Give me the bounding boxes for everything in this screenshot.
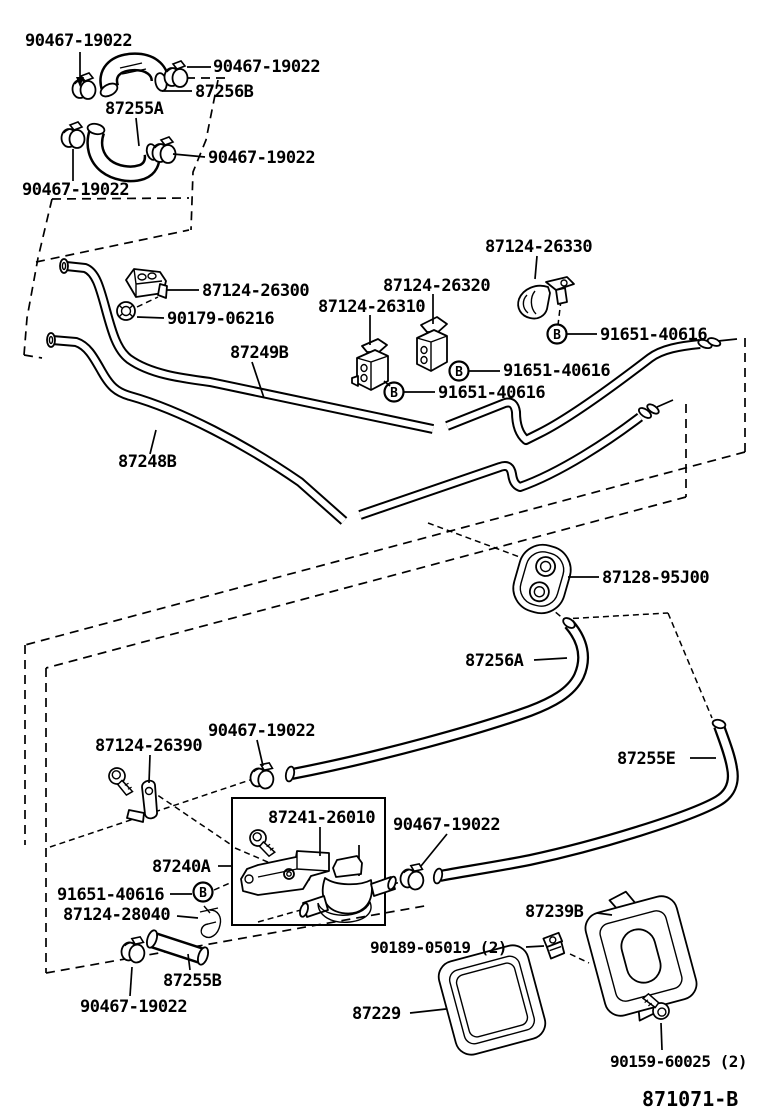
part-label-bracket-26330: 87124-26330 (485, 237, 592, 257)
register-87239b (584, 890, 698, 1022)
leader-lines (72, 52, 716, 1051)
hose-clamp-mid-right (151, 136, 177, 164)
water-valve-assembly (240, 827, 397, 923)
part-label-hose-87255b: 87255B (163, 971, 222, 991)
hose-clamp-87255b (119, 933, 148, 965)
part-label-screw-90159: 90159-60025 (2) (610, 1052, 747, 1071)
part-label-bracket-26310: 87124-26310 (318, 297, 425, 317)
water-hose-87255b (145, 929, 210, 966)
grommet-87128 (512, 543, 572, 615)
part-label-bolt-mid: 91651-40616 (503, 361, 610, 381)
part-label-clamp-top-left: 90467-19022 (25, 31, 132, 51)
part-label-pipe-87249b: 87249B (230, 343, 289, 363)
part-label-grommet-87128: 87128-95J00 (602, 568, 709, 588)
pipe-clamp-87124-26310 (351, 338, 389, 391)
part-label-assy-87240a: 87240A (152, 857, 211, 877)
hook-clamp-87124-28040 (199, 905, 222, 939)
part-label-hose-87255e: 87255E (617, 749, 676, 769)
part-label-hose-87255a: 87255A (105, 99, 164, 119)
bolt-b-letter: B (390, 386, 398, 401)
part-label-clamp-87256a: 90467-19022 (208, 721, 315, 741)
part-label-register-87239b: 87239B (525, 902, 584, 922)
part-label-clamp-87255b: 90467-19022 (80, 997, 187, 1017)
heater-pipe-87248b (46, 332, 674, 525)
heater-pipe-87249b (59, 258, 738, 445)
bolt-b-letter: B (199, 886, 207, 901)
part-label-clamp-87255e: 90467-19022 (393, 815, 500, 835)
water-hose-87255e (432, 718, 739, 885)
part-label-pipe-87248b: 87248B (118, 452, 177, 472)
bolt-b-letter: B (455, 365, 463, 380)
part-label-hose-87256b: 87256B (195, 82, 254, 102)
part-label-hose-87256a: 87256A (465, 651, 524, 671)
valve-assembly-box (231, 797, 386, 926)
part-label-clamp-mid-right: 90467-19022 (208, 148, 315, 168)
part-label-bracket-26300: 87124-26300 (202, 281, 309, 301)
nut-90179-06216 (116, 301, 136, 321)
packing-87229 (437, 944, 547, 1056)
part-label-clamp-top-right: 90467-19022 (213, 57, 320, 77)
pipe-clamp-87124-26330 (517, 276, 575, 320)
part-label-bracket-26390: 87124-26390 (95, 736, 202, 756)
part-label-clamp-mid-left: 90467-19022 (22, 180, 129, 200)
bolt-symbol-valve: B (192, 881, 214, 903)
bolt-symbol-low: B (383, 380, 405, 403)
hose-clamp-top-left (71, 72, 97, 100)
part-label-bolt-low: 91651-40616 (438, 383, 545, 403)
part-label-bracket-26320: 87124-26320 (383, 276, 490, 296)
hose-clamp-top-right (163, 60, 189, 88)
pipe-clamp-87124-26320 (416, 316, 448, 372)
part-label-bolt-top: 91651-40616 (600, 325, 707, 345)
clip-90189 (542, 931, 566, 960)
water-hose-87256b (99, 52, 170, 98)
part-label-nut-90179: 90179-06216 (167, 309, 274, 329)
bolt-symbol-top: B (546, 323, 568, 345)
water-hose-87255a (86, 122, 161, 183)
part-label-bolt-valve: 91651-40616 (57, 885, 164, 905)
part-label-hook-28040: 87124-28040 (63, 905, 170, 925)
hose-clamp-mid-left (60, 121, 86, 149)
part-label-valve-87241: 87241-26010 (268, 808, 375, 828)
part-label-packing-87229: 87229 (352, 1004, 401, 1024)
water-hose-87256a (284, 617, 590, 783)
bolt-symbol-mid: B (448, 360, 470, 382)
bolt-b-letter: B (553, 328, 561, 343)
hose-bracket-87124-26390 (104, 765, 158, 823)
part-label-clip-90189: 90189-05019 (2) (370, 938, 507, 957)
pipe-clamp-87124-26300 (125, 268, 168, 299)
figure-number: 871071-B (642, 1087, 738, 1111)
